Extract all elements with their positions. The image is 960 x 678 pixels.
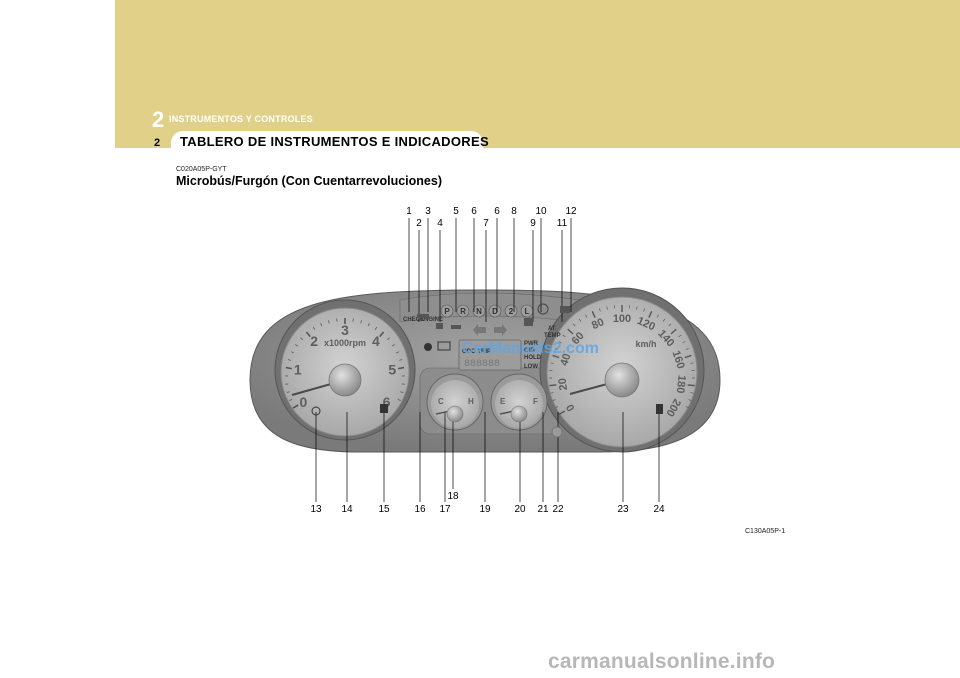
tachometer-number: 6: [383, 394, 391, 410]
airbag-icon: [560, 306, 570, 313]
fuel-full-label: F: [533, 397, 538, 406]
door-ajar-icon: [656, 404, 663, 414]
callout-number: 21: [537, 504, 549, 515]
temperature-gauge: [431, 380, 479, 428]
transmission-indicator: PWR: [524, 341, 539, 347]
trip-reset-knob: [551, 426, 563, 438]
fuel-gauge: [495, 380, 543, 428]
gear-indicator: D: [492, 307, 498, 316]
callout-number: 10: [535, 206, 547, 217]
callout-number: 11: [557, 218, 568, 229]
turn-right-icon: [494, 324, 507, 336]
fuel-gauge-hub: [510, 405, 528, 423]
speedometer-number: 180: [674, 374, 688, 394]
tachometer-number: 0: [300, 394, 308, 410]
engine-lamp-label: ENGINE: [420, 317, 443, 323]
callout-number: 2: [416, 218, 422, 229]
callout-number: 16: [414, 504, 426, 515]
callout-number: 17: [439, 504, 451, 515]
speedometer-number: 20: [557, 377, 570, 390]
temp-low-label: C: [438, 397, 444, 406]
transmission-indicator: LOW: [524, 364, 538, 370]
transmission-indicator: O/D: [524, 348, 535, 354]
figure-code: C130A05P-1: [745, 528, 786, 535]
callout-number: 6: [494, 206, 500, 217]
odometer-window: [458, 339, 522, 371]
callout-number: 22: [552, 504, 564, 515]
gear-indicator: N: [476, 307, 482, 316]
check-lamp-label: CHECK: [403, 317, 425, 323]
callout-number: 24: [653, 504, 665, 515]
callout-number: 8: [511, 206, 517, 217]
speedometer-number: 40: [558, 352, 573, 367]
gear-indicator: P: [444, 307, 450, 316]
footer-site: carmanualsonline.info: [548, 650, 776, 673]
callout-number: 4: [437, 218, 443, 229]
speedometer-number: 80: [590, 316, 606, 332]
tachometer-number: 2: [310, 333, 318, 349]
transmission-indicator: HOLD: [524, 355, 542, 361]
watermark: CarManuals2.com: [462, 340, 599, 357]
callout-number: 6: [471, 206, 477, 217]
callout-number: 19: [479, 504, 491, 515]
parking-brake-icon: [436, 323, 443, 329]
callout-number: 9: [530, 218, 536, 229]
glow-plug-icon: [311, 406, 321, 416]
tachometer-number: 4: [372, 333, 380, 349]
callout-number: 13: [310, 504, 322, 515]
speedometer-number: 100: [613, 313, 631, 325]
callout-number: 1: [406, 206, 412, 217]
tachometer-hub: [328, 363, 362, 397]
tachometer-number: 5: [388, 362, 396, 378]
fuel-empty-label: E: [500, 397, 506, 406]
seatbelt-icon: [380, 404, 388, 413]
callout-number: 12: [565, 206, 577, 217]
chapter-number: 2: [152, 107, 165, 132]
battery-icon: [437, 341, 451, 351]
abs-icon: [537, 303, 549, 315]
temp-gauge-hub: [446, 405, 464, 423]
speedometer-number: 0: [564, 402, 577, 413]
callout-number: 7: [483, 218, 489, 229]
high-beam-icon: [451, 325, 461, 329]
chapter-title: INSTRUMENTOS Y CONTROLES: [169, 114, 313, 124]
oil-pressure-icon: [417, 314, 429, 318]
page-number: 2: [154, 137, 161, 149]
gear-indicator: 2: [509, 307, 514, 316]
header-band: [115, 0, 960, 148]
low-fuel-icon: [424, 343, 432, 351]
gear-indicator: L: [525, 307, 530, 316]
temp-high-label: H: [468, 397, 474, 406]
section-tab: [171, 131, 483, 152]
tachometer-number: 1: [294, 362, 302, 378]
callout-number: 18: [447, 491, 459, 502]
speedometer-unit: km/h: [635, 339, 656, 349]
at-temp-label: TEMP: [544, 333, 561, 339]
callout-number: 23: [617, 504, 629, 515]
section-code: C020A05P-GYT: [176, 166, 227, 173]
callout-number: 15: [378, 504, 390, 515]
tachometer-unit: x1000rpm: [324, 338, 366, 348]
page-subtitle: Microbús/Furgón (Con Cuentarrevoluciones…: [176, 174, 442, 188]
callout-number: 5: [453, 206, 459, 217]
fuel-filter-icon: [524, 318, 533, 326]
callout-number: 14: [341, 504, 353, 515]
callout-number: 3: [425, 206, 431, 217]
odometer-label: ODO TRIP: [462, 349, 491, 355]
tachometer-number: 3: [341, 322, 349, 338]
at-temp-label: AT: [548, 326, 556, 332]
svg-text:888888: 888888: [464, 359, 500, 370]
callout-number: 20: [514, 504, 526, 515]
section-title: TABLERO DE INSTRUMENTOS E INDICADORES: [180, 134, 489, 149]
gear-indicator: R: [460, 307, 466, 316]
speedometer-hub: [604, 362, 640, 398]
turn-left-icon: [473, 324, 486, 336]
speedometer-number: 160: [670, 349, 687, 370]
